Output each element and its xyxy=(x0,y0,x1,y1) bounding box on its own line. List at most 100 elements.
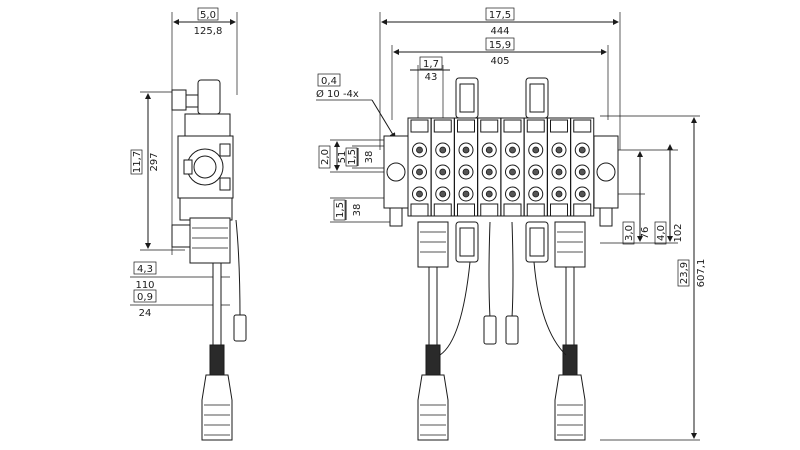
side-connector xyxy=(171,224,191,248)
dimension-box xyxy=(318,145,331,169)
section-base xyxy=(457,203,475,217)
h2-inch-label: 1,5 xyxy=(347,149,358,165)
section-cap xyxy=(526,119,545,133)
width-inch-label: 5,0 xyxy=(200,10,216,21)
h3-mm-label: 38 xyxy=(352,204,363,217)
hole-inch-label: 0,4 xyxy=(321,76,337,87)
inner-width-mm-label: 405 xyxy=(490,56,509,67)
joystick-handle-left xyxy=(417,374,449,441)
section-base xyxy=(503,203,522,217)
front-view: 17,5 444 15,9 405 1,7 43 0,4 Ø 10 -4x 2,… xyxy=(316,7,707,441)
section-base xyxy=(573,203,592,217)
section-port-core xyxy=(509,168,516,176)
valve-head xyxy=(184,113,231,137)
dimension-box xyxy=(133,261,157,275)
offset1-inch-label: 4,3 xyxy=(137,264,153,275)
valve-sections xyxy=(407,117,595,217)
joystick-boot-left xyxy=(417,221,449,268)
section-port-core xyxy=(509,146,516,154)
dimension-box xyxy=(130,149,143,175)
joystick-handle-right xyxy=(554,374,586,441)
pitch-mm-label: 43 xyxy=(425,72,438,83)
section-cap xyxy=(410,119,429,133)
joystick-handle xyxy=(201,374,233,441)
dimension-box xyxy=(197,7,219,21)
offset2-inch-label: 0,9 xyxy=(137,292,153,303)
solenoid-coil xyxy=(197,79,221,115)
r1-mm-label: 76 xyxy=(640,227,651,240)
total-height-inch-label: 23,9 xyxy=(679,262,690,284)
section-cap xyxy=(480,119,499,133)
section-cap xyxy=(457,119,475,133)
r2-mm-label: 102 xyxy=(673,223,684,242)
h1-inch-label: 2,0 xyxy=(320,149,331,165)
cable-connector xyxy=(233,314,247,342)
port-fitting xyxy=(219,177,231,191)
section-port-core xyxy=(439,168,447,176)
section-port-core xyxy=(416,146,423,154)
overall-width-inch-label: 17,5 xyxy=(489,10,511,21)
section-cap xyxy=(550,119,568,133)
r1-inch-label: 3,0 xyxy=(624,225,635,241)
section-base xyxy=(526,203,545,217)
total-height-mm-label: 607,1 xyxy=(696,259,707,288)
port-fitting xyxy=(183,159,193,175)
end-port xyxy=(596,162,616,182)
section-port-core xyxy=(578,146,586,154)
section-port-core xyxy=(532,146,540,154)
dimension-box xyxy=(419,56,443,70)
cable xyxy=(235,219,241,319)
joystick-shaft-right xyxy=(565,266,575,348)
solenoid-window xyxy=(459,83,475,113)
end-fitting xyxy=(389,207,403,227)
height-mm-label: 297 xyxy=(149,152,160,171)
section-port-core xyxy=(555,168,563,176)
section-base xyxy=(550,203,568,217)
width-mm-label: 125,8 xyxy=(194,26,223,37)
section-cap xyxy=(503,119,522,133)
section-port-core xyxy=(532,190,540,198)
h1-mm-label: 51 xyxy=(337,151,348,164)
section-base xyxy=(433,203,452,217)
cable-connector xyxy=(483,315,497,345)
offset2-mm-label: 24 xyxy=(139,308,152,319)
section-cap xyxy=(573,119,592,133)
section-port-core xyxy=(462,168,470,176)
joystick-shaft-left xyxy=(428,266,438,348)
solenoid-window xyxy=(529,227,545,257)
dimension-box xyxy=(485,37,515,51)
height-inch-label: 11,7 xyxy=(132,151,143,173)
solenoid-window xyxy=(529,83,545,113)
connector-plug xyxy=(171,89,187,111)
section-port-core xyxy=(439,146,447,154)
joystick-boot xyxy=(189,217,231,264)
section-port-core xyxy=(509,190,516,198)
section-cap xyxy=(433,119,452,133)
dimension-box xyxy=(317,73,341,87)
r2-inch-label: 4,0 xyxy=(656,225,667,241)
joystick-collar-left xyxy=(425,344,441,376)
cable-connector xyxy=(505,315,519,345)
joystick-shaft xyxy=(212,262,222,349)
section-port-core xyxy=(462,146,470,154)
section-base xyxy=(480,203,499,217)
section-port-core xyxy=(555,190,563,198)
cable xyxy=(511,221,514,319)
section-port-core xyxy=(532,168,540,176)
joystick-boot-right xyxy=(554,221,586,268)
joystick-collar xyxy=(209,344,225,376)
section-port-core xyxy=(485,146,493,154)
dimension-box xyxy=(333,199,346,221)
cable xyxy=(533,261,567,356)
inner-width-inch-label: 15,9 xyxy=(489,40,511,51)
cable xyxy=(439,261,471,356)
dimension-box xyxy=(654,221,667,245)
section-port-core xyxy=(578,168,586,176)
dimension-box xyxy=(485,7,515,21)
section-port-core xyxy=(578,190,586,198)
end-port xyxy=(386,162,406,182)
section-port-core xyxy=(555,146,563,154)
section-base xyxy=(410,203,429,217)
